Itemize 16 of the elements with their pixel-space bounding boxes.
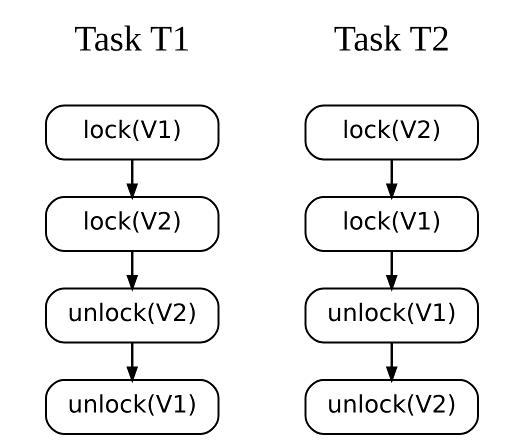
arrow [126, 251, 138, 292]
node-box: lock(V2) [304, 104, 479, 160]
node-box: lock(V2) [45, 196, 220, 252]
arrow [386, 342, 398, 384]
node-box: unlock(V1) [304, 288, 479, 344]
arrow [126, 342, 138, 384]
node-box: lock(V1) [304, 196, 479, 252]
arrow [386, 160, 398, 200]
node-box: unlock(V1) [45, 379, 220, 435]
arrow [126, 160, 138, 200]
node-box: lock(V1) [45, 104, 220, 160]
label: Task T1 [74, 18, 190, 58]
arrow [386, 251, 398, 292]
label: Task T2 [334, 18, 450, 58]
node-box: unlock(V2) [45, 288, 220, 344]
node-box: unlock(V2) [304, 379, 479, 435]
